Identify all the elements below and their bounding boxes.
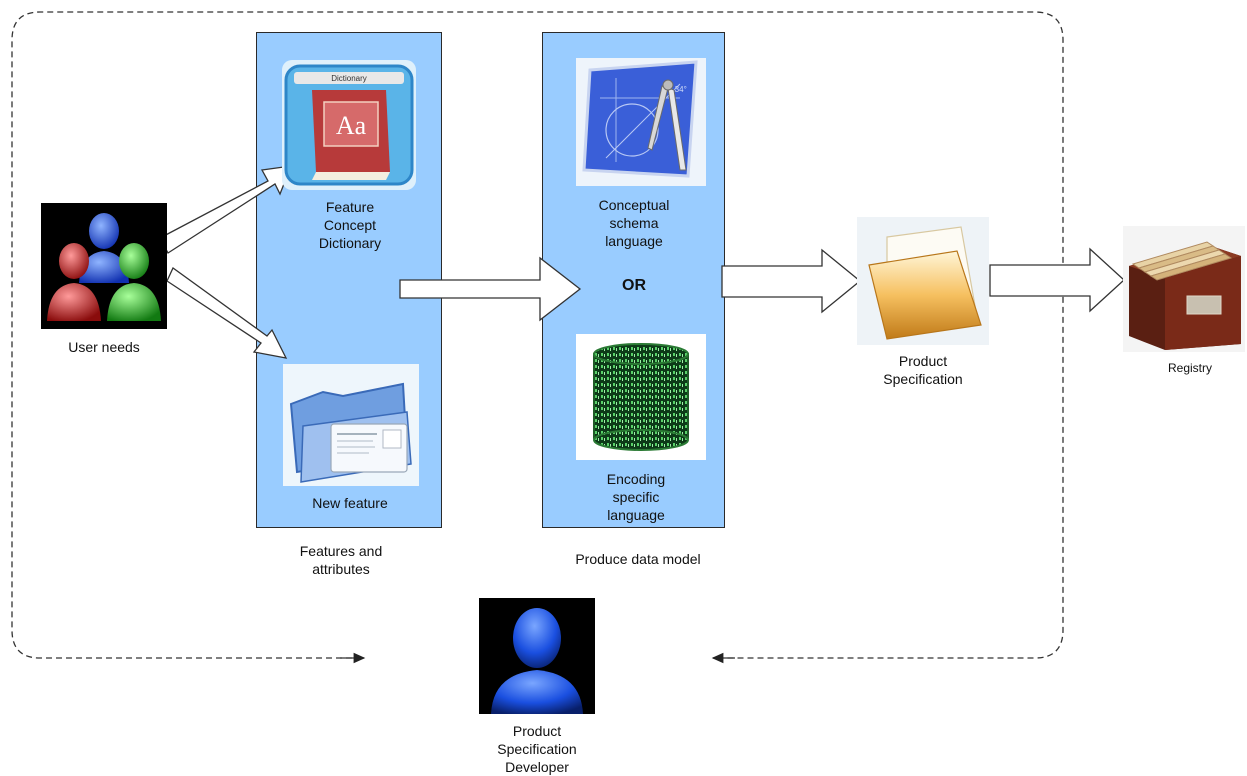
user-needs-label: User needs (68, 339, 140, 355)
arrow-spec-to-registry (989, 247, 1125, 313)
feature-concept-dictionary-label: Feature Concept Dictionary (318, 199, 382, 251)
arrow-model-to-spec (721, 248, 862, 314)
new-feature-label: New feature (312, 495, 388, 511)
binary-code-scroll-icon (576, 334, 706, 460)
folder-icon (857, 217, 989, 345)
person-silhouette-icon (479, 598, 595, 714)
encoding-specific-label: Encoding specific language (606, 471, 666, 523)
product-specification-label: Product Specification (883, 353, 963, 387)
feedback-loop-left (11, 11, 1064, 659)
dictionary-window-title: Dictionary (331, 74, 367, 83)
arrow-user-to-newfeature (166, 267, 288, 359)
contact-card-folder-icon (283, 364, 419, 486)
user-group-icon (41, 203, 167, 329)
conceptual-schema-label: Conceptual schema language (598, 197, 670, 249)
file-drawer-icon (1123, 226, 1245, 352)
arrow-user-to-dictionary (159, 165, 293, 254)
developer-label: Product Specification Developer (497, 723, 577, 775)
dictionary-glyph: Aa (336, 111, 367, 140)
blueprint-value: 0.34° (668, 85, 687, 94)
registry-label: Registry (1167, 361, 1212, 375)
blueprint-compass-icon: 0.34° (576, 58, 706, 186)
dictionary-book-icon: Dictionary Aa (282, 60, 416, 190)
arrow-features-to-model (399, 256, 582, 322)
features-and-attributes-label: Features and attributes (299, 543, 383, 577)
produce-data-model-label: Produce data model (575, 551, 701, 567)
or-label: OR (622, 277, 646, 294)
